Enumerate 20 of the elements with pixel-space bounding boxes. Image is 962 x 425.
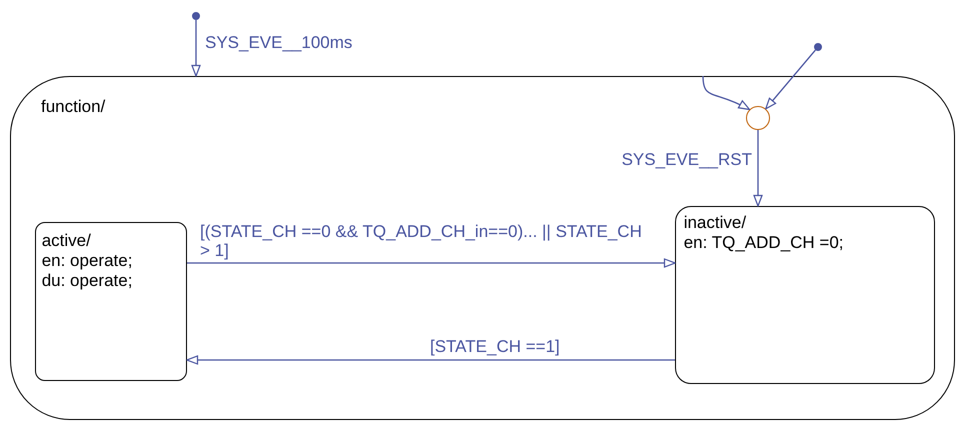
transition-arrow — [702, 76, 750, 110]
state-name: active/ — [42, 230, 92, 251]
transition-arrow — [765, 50, 816, 110]
state-action: en: TQ_ADD_CH =0; — [684, 232, 845, 253]
transition-arrow — [753, 130, 763, 207]
transition-label: [STATE_CH ==1] — [430, 337, 560, 356]
state-name: function/ — [41, 97, 106, 117]
start-dot — [814, 43, 822, 51]
state-name: inactive/ — [684, 212, 748, 233]
state-action: du: operate; — [42, 270, 134, 291]
transition-label: SYS_EVE__RST — [622, 150, 752, 169]
junction-circle — [746, 106, 770, 130]
start-dot — [192, 12, 200, 20]
state-action: en: operate; — [42, 250, 134, 271]
state-box — [674, 206, 935, 384]
state-box — [34, 222, 187, 381]
transition-arrow — [191, 20, 201, 77]
transition-arrow — [187, 258, 676, 268]
transition-label: SYS_EVE__100ms — [205, 33, 352, 52]
transition-arrow — [186, 355, 675, 365]
